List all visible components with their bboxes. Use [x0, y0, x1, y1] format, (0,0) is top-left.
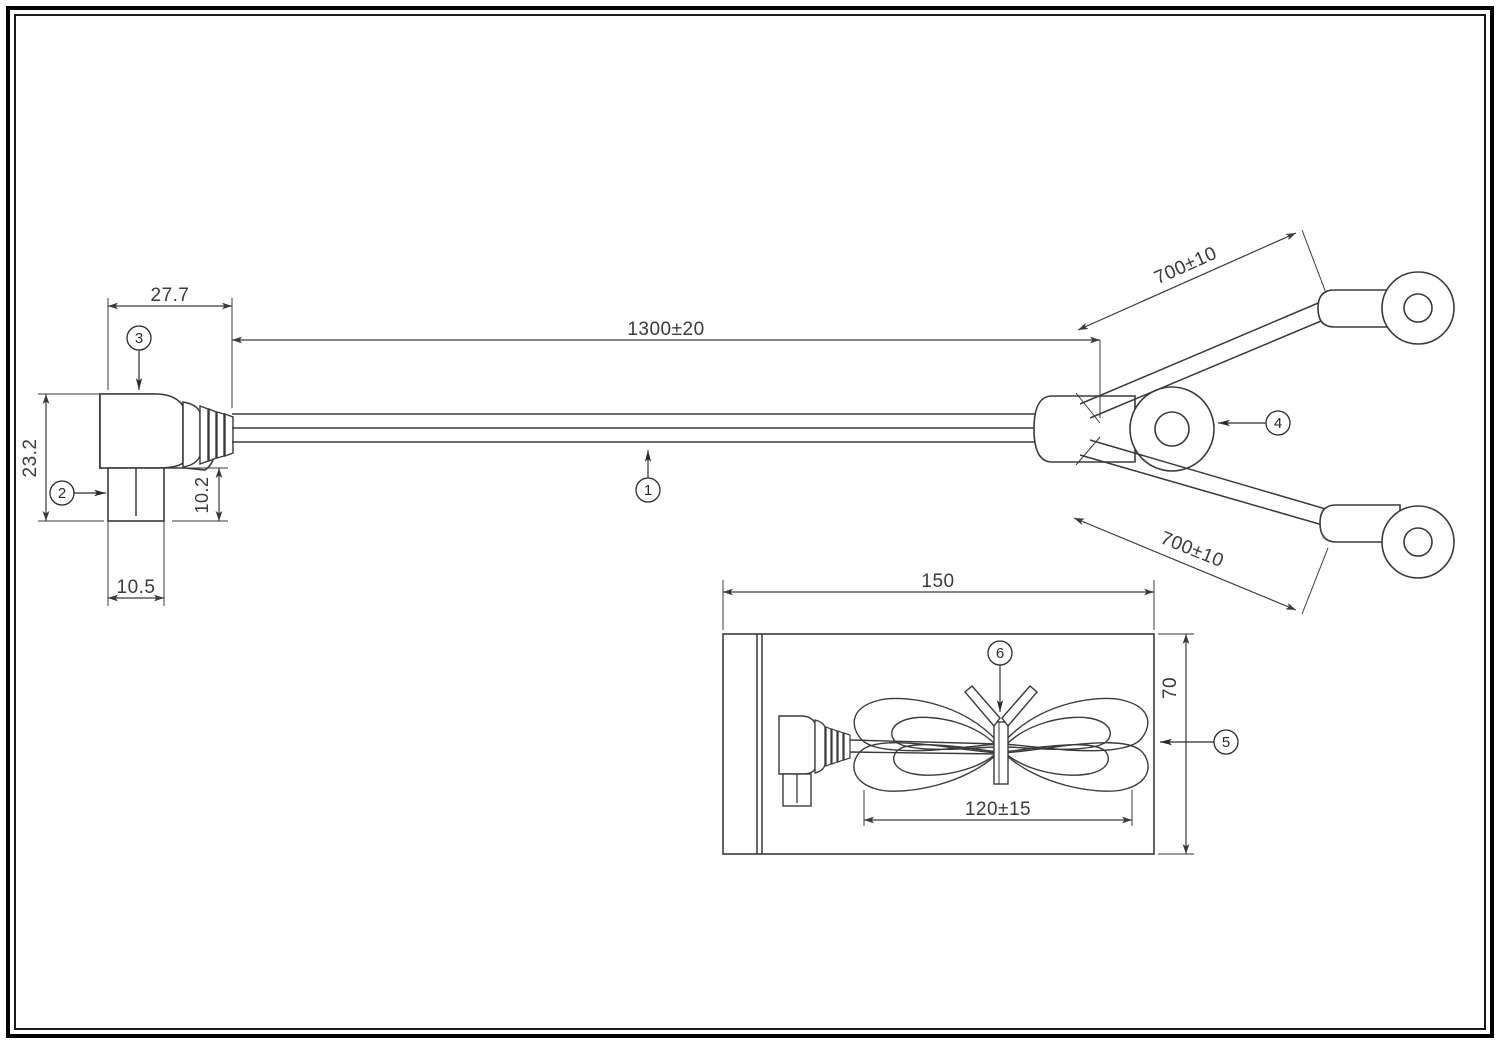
- cable-tie: [964, 685, 1038, 785]
- plug-pin: [107, 467, 165, 522]
- dimension-label-120: 120±15: [965, 799, 1031, 820]
- balloon-5-carton[interactable]: 5: [1160, 729, 1239, 755]
- balloon-1-label: 1: [644, 482, 652, 499]
- connector-body: [99, 393, 234, 471]
- cable-assembly-main-view: 27.7 23.2 10.2 10.5: [20, 229, 1455, 615]
- dimension-label-1300: 1300±20: [627, 319, 704, 340]
- dimension-label-150: 150: [921, 571, 954, 592]
- balloon-2-label: 2: [58, 485, 66, 502]
- dimension-120: 120±15: [863, 790, 1133, 826]
- dimension-70: 70: [1158, 633, 1194, 855]
- dimension-150: 150: [722, 571, 1155, 630]
- dimension-label-23-2: 23.2: [20, 439, 41, 478]
- dimension-27-7: 27.7: [107, 285, 233, 408]
- dimension-label-10-2: 10.2: [192, 476, 212, 513]
- balloon-5-label: 5: [1222, 734, 1230, 751]
- dimension-label-10-5: 10.5: [117, 577, 156, 598]
- lower-ring-terminal: [1319, 504, 1455, 579]
- dimension-label-700-lower: 700±10: [1157, 528, 1226, 572]
- lower-branch-cable: [1079, 439, 1337, 529]
- balloon-3-label: 3: [135, 330, 143, 347]
- balloon-6-cable-tie[interactable]: 6: [987, 640, 1013, 712]
- dimension-10-5: 10.5: [107, 521, 165, 606]
- packaging-detail-view: 150 70 120±15 5: [722, 571, 1239, 855]
- main-cable: [232, 413, 1065, 443]
- dimension-1300: 1300±20: [232, 319, 1101, 418]
- packaging-connector: [778, 715, 851, 807]
- upper-ring-terminal: [1317, 271, 1455, 345]
- dimension-10-2: 10.2: [172, 467, 228, 522]
- coiled-cable-bundle: [849, 697, 1149, 792]
- dimension-700-upper: 700±10: [1075, 229, 1327, 424]
- dimension-label-70: 70: [1160, 677, 1181, 699]
- dimension-label-27-7: 27.7: [151, 285, 190, 306]
- balloon-1-cable[interactable]: 1: [635, 450, 661, 503]
- sheet-border: [6, 6, 1494, 1038]
- balloon-2-plug-pin[interactable]: 2: [49, 480, 106, 506]
- balloon-4-label: 4: [1274, 415, 1282, 432]
- balloon-4-junction[interactable]: 4: [1218, 410, 1291, 436]
- junction-ring-terminal: [1033, 386, 1215, 472]
- dimension-23-2: 23.2: [20, 393, 104, 522]
- balloon-6-label: 6: [996, 645, 1004, 662]
- balloon-3-connector-body[interactable]: 3: [126, 325, 152, 390]
